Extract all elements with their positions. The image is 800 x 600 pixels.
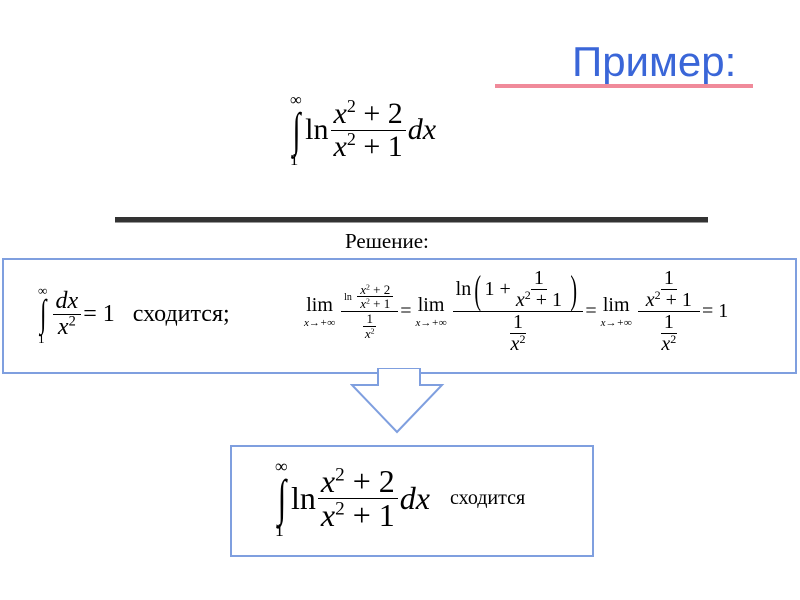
- ln: ln: [305, 113, 329, 147]
- solution-box: [2, 258, 797, 374]
- fraction: x2 + 2 x2 + 1: [330, 97, 406, 162]
- converges-label: сходится;: [132, 300, 230, 327]
- slide-title: Пример:: [572, 38, 737, 85]
- conclusion-box: [230, 445, 594, 557]
- title-underline: [495, 84, 753, 88]
- down-arrow-icon: [350, 368, 445, 434]
- divider: [115, 217, 708, 223]
- problem-integral: ∞ ∫ 1 ln x2 + 2 x2 + 1 dx: [290, 90, 437, 169]
- solution-label: Решение:: [345, 229, 429, 253]
- conclusion-integral: ∞∫1 ln x2 + 2 x2 + 1 dx сходится: [275, 456, 526, 540]
- integral-sign: ∞ ∫ 1: [290, 90, 302, 169]
- dx: dx: [407, 113, 437, 147]
- converges-label: сходится: [449, 487, 526, 510]
